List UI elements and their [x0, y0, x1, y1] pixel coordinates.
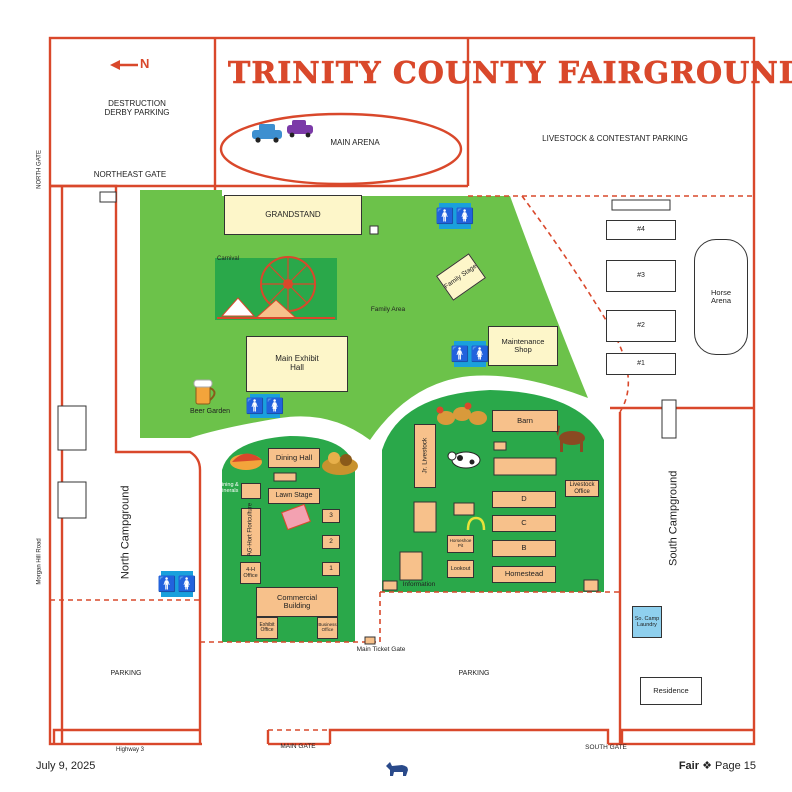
restroom-icon: 🚹🚺 — [158, 571, 196, 597]
horseshoe-icon — [466, 516, 486, 531]
lookout: Lookout — [447, 560, 474, 578]
so-camp-laundry: So. Camp Laundry — [632, 606, 662, 638]
main-exhibit-hall: Main Exhibit Hall — [246, 336, 348, 392]
barn-d: D — [492, 491, 556, 508]
footer-separator: ❖ — [702, 760, 712, 772]
homestead: Homestead — [492, 566, 556, 583]
main-arena-oval — [219, 112, 463, 186]
northeast-gate-label: NORTHEAST GATE — [93, 170, 167, 179]
residence: Residence — [640, 677, 702, 705]
north-arrow-icon — [110, 60, 138, 70]
four-h-office: 4-H Office — [240, 562, 261, 584]
mining-minerals-label: Mining & Minerals — [217, 482, 239, 495]
north-arrow-label: N — [140, 56, 150, 71]
family-area-label: Family Area — [370, 306, 406, 313]
horseshoe-pit: Horseshoe Pit — [447, 535, 474, 553]
stall-2: #2 — [606, 310, 676, 342]
north-campground-label: North Campground — [119, 485, 132, 580]
car-icon — [252, 120, 313, 143]
stall-1: #1 — [606, 353, 676, 375]
restroom-icon: 🚹🚺 — [246, 394, 284, 418]
parking-left-label: PARKING — [110, 670, 142, 677]
food-icon — [230, 452, 358, 475]
highway-label: Highway 3 — [115, 747, 144, 753]
quilt-icon — [281, 503, 311, 531]
main-arena-label: MAIN ARENA — [330, 138, 380, 147]
ag-hort: AG-Hort Floriculture — [241, 502, 261, 556]
building-2: 2 — [322, 535, 340, 549]
livestock-parking-label: LIVESTOCK & CONTESTANT PARKING — [542, 134, 688, 143]
main-ticket-gate-label: Main Ticket Gate — [356, 646, 406, 653]
dining-hall: Dining Hall — [268, 448, 320, 468]
footer-page: Fair ❖ Page 15 — [660, 760, 756, 773]
barn-b: B — [492, 540, 556, 557]
jr-livestock: Jr. Livestock — [414, 424, 436, 488]
business-office: Business Office — [317, 617, 338, 639]
jr-livestock-label: Jr. Livestock — [421, 438, 429, 474]
information-label: Information — [402, 581, 436, 588]
grandstand: GRANDSTAND — [224, 195, 362, 235]
stall-4: #4 — [606, 220, 676, 240]
barn-c: C — [492, 515, 556, 532]
carnival-icon — [215, 256, 337, 320]
restroom-icon: 🚹🚺 — [436, 203, 474, 229]
beer-mug-icon — [193, 379, 216, 405]
stall-3: #3 — [606, 260, 676, 292]
mascot-icon — [386, 762, 408, 776]
cow-icon — [447, 451, 481, 469]
carnival-label: Carnival — [216, 256, 239, 262]
horse-arena: Horse Arena — [694, 239, 748, 355]
south-gate-label: SOUTH GATE — [585, 744, 627, 751]
exhibit-office: Exhibit Office — [256, 617, 278, 639]
main-gate-label: MAIN GATE — [280, 743, 316, 750]
chicken-icon — [436, 402, 487, 425]
footer-date: July 9, 2025 — [36, 760, 96, 772]
livestock-office: Livestock Office — [565, 480, 599, 497]
beer-garden-label: Beer Garden — [189, 408, 231, 415]
morgan-hill-road-label: Morgan Hill Road — [36, 538, 43, 585]
barn: Barn — [492, 410, 558, 432]
south-campground-label: South Campground — [667, 470, 680, 567]
restroom-icon: 🚹🚺 — [451, 341, 489, 367]
building-1: 1 — [322, 562, 340, 576]
destruction-derby-parking-label: DESTRUCTION DERBY PARKING — [104, 99, 170, 118]
lawn-stage: Lawn Stage — [268, 488, 320, 504]
footer-section: Fair — [678, 760, 700, 772]
building-3: 3 — [322, 509, 340, 523]
maintenance-shop: Maintenance Shop — [488, 326, 558, 366]
footer-page-number: Page 15 — [715, 760, 756, 772]
parking-center-label: PARKING — [458, 670, 490, 677]
ag-hort-label: AG-Hort Floriculture — [247, 502, 254, 556]
map-title: TRINITY COUNTY FAIRGROUNDS — [228, 56, 792, 92]
north-gate-label: NORTH GATE — [36, 150, 43, 189]
mining-minerals — [241, 483, 261, 499]
commercial-building: Commercial Building — [256, 587, 338, 617]
